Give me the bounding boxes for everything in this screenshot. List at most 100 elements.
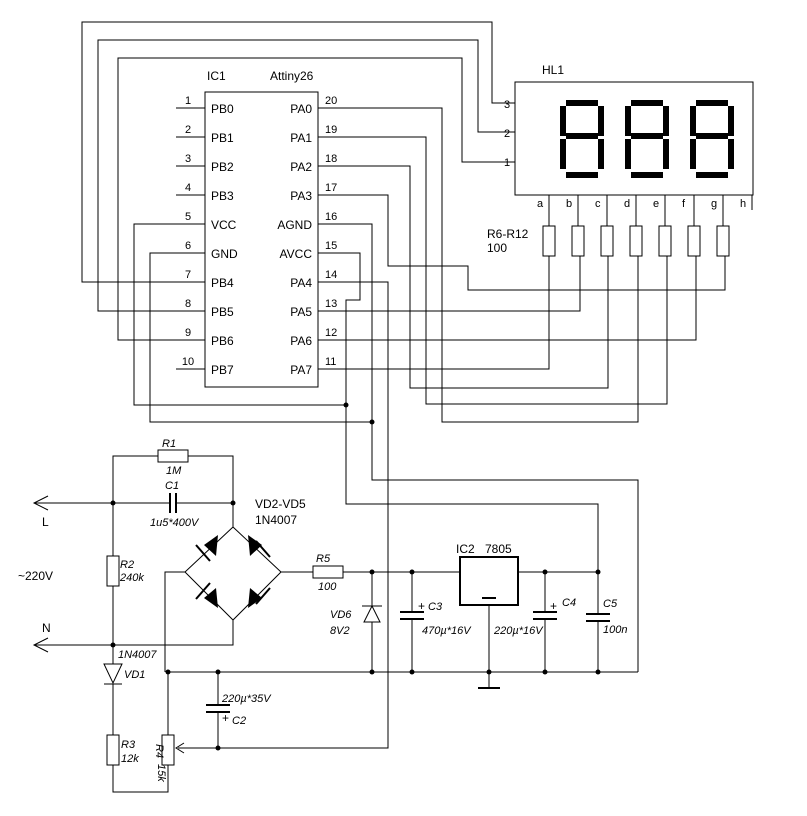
r3-value: 12k [121,753,139,765]
c2-plus: + [222,711,229,725]
segment [631,133,663,139]
ic1-pin-name: PA2 [290,160,312,174]
segment [696,172,728,178]
hl1-segment-label: f [682,198,686,210]
c3-ref: C3 [428,601,443,613]
bridge-value: 1N4007 [255,513,297,527]
digit-8 [625,100,669,178]
c4-plus: + [550,599,557,613]
c2-ref: C2 [232,715,246,727]
mains-l-label: L [42,515,49,529]
segment [690,139,696,169]
c3-plus: + [418,599,425,613]
resistor [542,225,556,257]
hl1-ref: HL1 [542,63,564,77]
ic1-pin-number: 15 [325,240,337,252]
segment [728,106,734,136]
segment [690,106,696,136]
ic1-body [204,91,319,388]
ic1-pin-number: 3 [185,153,191,165]
ic1-pin-name: PA5 [290,305,312,319]
resistor-array-ref: R6-R12 [487,227,529,241]
ic1-pin-number: 20 [325,95,337,107]
segment [625,106,631,136]
r4-ref: R4 [153,744,165,758]
hl1-segment-label: d [624,198,630,210]
segment [566,172,598,178]
resistor [571,225,585,257]
ic1-pins: 1PB02PB13PB24PB35VCC6GND7PB48PB59PB610PB… [176,95,348,377]
segment-wires [348,107,726,423]
hl1-body [514,81,754,196]
diode-bridge: VD2-VD5 1N4007 [164,497,313,672]
resistor-array-value: 100 [487,241,507,255]
segment [598,106,604,136]
ic1-pin-number: 11 [325,356,336,368]
regulator-section: R5 100 VD6 8V2 + C3 470µ*16V IC2 7805 [312,542,627,689]
ic1-pin-name: PA0 [290,102,312,116]
r4-value: 15k [155,764,167,782]
segment [598,139,604,169]
ic1-pin-number: 9 [185,327,191,339]
resistor [687,225,701,257]
segment [625,139,631,169]
vd1-value: 1N4007 [118,649,157,661]
ic1-pin-name: PA7 [290,363,312,377]
hl1-segment-label: a [537,198,544,210]
segment [560,106,566,136]
ic1-ref: IC1 [207,69,226,83]
segment [696,100,728,106]
ic1-pin-number: 5 [185,211,191,223]
segment [566,133,598,139]
hl1-segment-label: h [740,198,746,210]
ic2-ref: IC2 [456,542,475,556]
segment [696,133,728,139]
ic1-pin-name: PB5 [211,305,234,319]
ic1-pin-name: AGND [277,218,312,232]
ic1-pin-name: PB3 [211,189,234,203]
ic1-pin-number: 6 [185,240,191,252]
c3-value: 470µ*16V [422,625,472,637]
hl1-segment-label: g [711,198,717,210]
resistor [600,225,614,257]
mains-voltage-label: ~220V [18,569,53,583]
ic1-pin-number: 14 [325,269,337,281]
ic1-pin-number: 18 [325,153,337,165]
hl1-pin-1: 1 [504,157,510,169]
hl1-pin-3: 3 [504,99,510,111]
c4-value: 220µ*16V [493,625,544,637]
ic1-pin-name: PB1 [211,131,234,145]
r2-value: 240k [119,572,144,584]
ic1-pin-name: GND [211,247,238,261]
hl1-segment-label: c [595,198,601,210]
ic1-pin-number: 2 [185,124,191,136]
r1-value: 1M [166,465,182,477]
ic2-value: 7805 [485,542,512,556]
ic1-pin-name: PA4 [290,276,312,290]
digit-8 [690,100,734,178]
ic1-pin-number: 8 [185,298,191,310]
ic1-pin-number: 17 [325,182,337,194]
r5-value: 100 [318,581,337,593]
segment [663,106,669,136]
ic1-pin-number: 4 [185,182,191,194]
r1-ref: R1 [162,438,176,450]
ic1: IC1 Attiny26 1PB02PB13PB24PB35VCC6GND7PB… [176,69,348,388]
seven-segment-digits [560,100,734,178]
r5-ref: R5 [316,553,331,565]
c1-value: 1u5*400V [150,517,200,529]
hl1-segment-label: b [566,198,572,210]
hl1-pin-2: 2 [504,128,510,140]
c5-value: 100n [603,624,627,636]
segment [560,139,566,169]
ic1-pin-number: 7 [185,269,191,281]
c1-ref: C1 [165,480,179,492]
ic-power-wires [133,223,639,749]
digit-8 [560,100,604,178]
segment [728,139,734,169]
ic1-pin-number: 10 [182,356,194,368]
